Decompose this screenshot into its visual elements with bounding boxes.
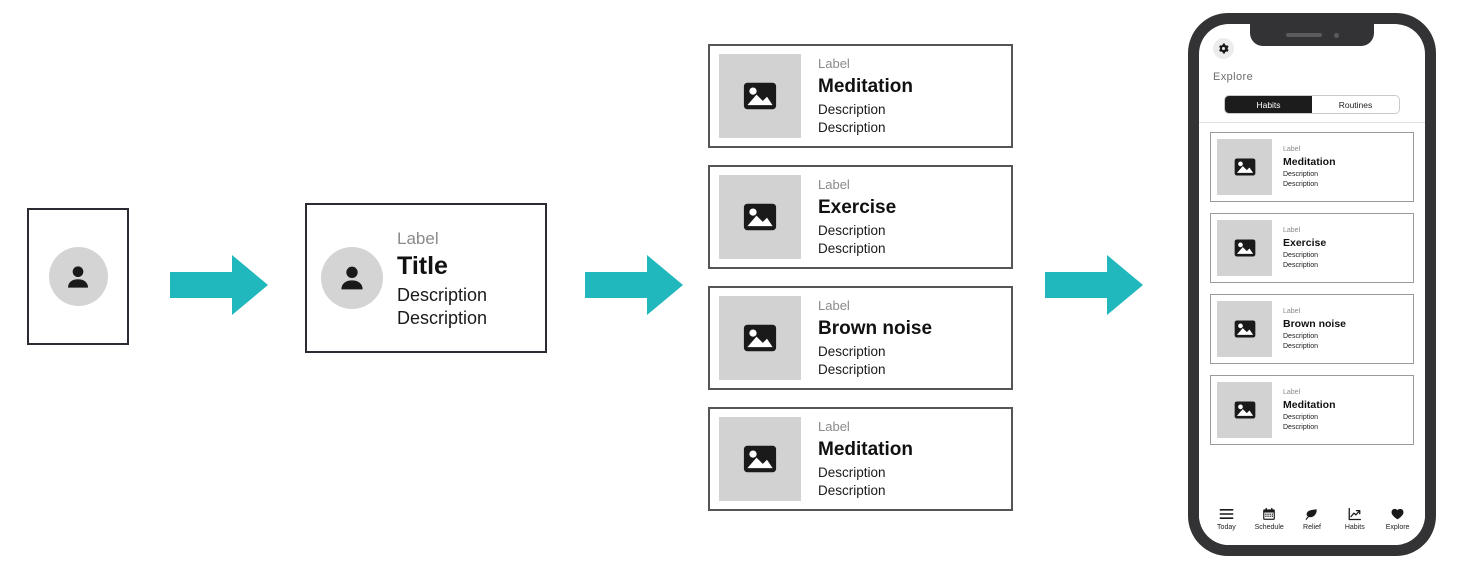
tab-schedule-label: Schedule	[1254, 524, 1284, 531]
flow-arrow-3	[1045, 255, 1143, 315]
hamburger-icon	[1219, 506, 1234, 521]
segmented-control-wrap: Habits Routines	[1199, 95, 1425, 123]
list-item-description-line2: Description	[1283, 342, 1319, 350]
list-item-description-line2: Description	[1283, 261, 1319, 269]
list-item-label: Label	[818, 177, 850, 193]
image-placeholder-icon	[1217, 301, 1272, 357]
list-item-title: Meditation	[1283, 399, 1336, 412]
flow-arrow-2	[585, 255, 683, 315]
list-item-description-line2: Description	[818, 119, 886, 135]
list-item[interactable]: Label Exercise Description Description	[708, 165, 1013, 269]
image-placeholder-icon	[719, 417, 801, 501]
list-item-description-line1: Description	[818, 343, 886, 359]
list-item-label: Label	[1283, 307, 1301, 315]
image-placeholder-icon	[719, 54, 801, 138]
list-item-text: Label Brown noise Description Descriptio…	[1283, 307, 1346, 352]
list-item-label: Label	[818, 56, 850, 72]
list-item-label: Label	[818, 419, 850, 435]
phone-mockup: Explore Habits Routines	[1188, 13, 1436, 556]
bottom-tab-bar: Today	[1199, 499, 1425, 545]
list-item-description-line1: Description	[1283, 414, 1319, 422]
list-item-description-line1: Description	[818, 464, 886, 480]
list-item-text: Label Brown noise Description Descriptio…	[818, 297, 932, 378]
list-item-label: Label	[1283, 226, 1301, 234]
tab-habits[interactable]: Habits	[1334, 506, 1376, 531]
list-item-description-line2: Description	[818, 482, 886, 498]
speaker-icon	[1285, 33, 1322, 37]
list-item-description-line2: Description	[1283, 180, 1319, 188]
tab-habits[interactable]: Habits	[1225, 96, 1312, 113]
tab-relief[interactable]: Relief	[1291, 506, 1333, 531]
image-placeholder-icon	[1217, 382, 1272, 438]
gear-icon[interactable]	[1213, 38, 1234, 59]
list-item[interactable]: Label Brown noise Description Descriptio…	[1210, 294, 1414, 364]
media-card-list: Label Meditation Description Description…	[708, 44, 1013, 528]
list-item-label: Label	[818, 298, 850, 314]
image-placeholder-icon	[719, 175, 801, 259]
list-item-text: Label Meditation Description Description	[818, 418, 913, 499]
tab-relief-label: Relief	[1303, 524, 1321, 531]
phone-card-list[interactable]: Label Meditation Description Description	[1199, 123, 1425, 499]
list-item-description-line2: Description	[818, 240, 886, 256]
list-item-label: Label	[1283, 145, 1301, 153]
list-item-description-line2: Description	[1283, 423, 1319, 431]
chart-icon	[1347, 506, 1362, 521]
list-item[interactable]: Label Meditation Description Description	[1210, 375, 1414, 445]
list-item-title: Exercise	[818, 197, 897, 219]
tab-explore[interactable]: Explore	[1377, 506, 1419, 531]
list-item-title: Exercise	[1283, 237, 1327, 250]
list-item-description-line1: Description	[1283, 252, 1319, 260]
phone-notch	[1250, 24, 1374, 46]
flow-arrow-1	[170, 255, 268, 315]
list-item[interactable]: Label Meditation Description Description	[708, 407, 1013, 511]
heart-icon	[1390, 506, 1405, 521]
image-placeholder-icon	[719, 296, 801, 380]
list-item[interactable]: Label Meditation Description Description	[708, 44, 1013, 148]
list-item-title: Meditation	[818, 439, 913, 461]
list-item-description-line1: Description	[1283, 333, 1319, 341]
list-item-title: Meditation	[818, 76, 913, 98]
list-item-text: Label Meditation Description Description	[1283, 145, 1336, 190]
list-item-title: Brown noise	[1283, 318, 1347, 331]
image-placeholder-icon	[1217, 220, 1272, 276]
avatar-placeholder-card[interactable]	[27, 208, 129, 345]
phone-header: Explore	[1199, 24, 1425, 83]
list-item-description-line1: Description	[1283, 171, 1319, 179]
profile-card-description-line2: Description	[397, 307, 488, 328]
list-item-description-line2: Description	[818, 361, 886, 377]
profile-card-title: Title	[397, 252, 448, 281]
tab-routines[interactable]: Routines	[1312, 96, 1399, 113]
list-item-description-line1: Description	[818, 222, 886, 238]
list-item-text: Label Exercise Description Description	[1283, 226, 1326, 271]
image-placeholder-icon	[1217, 139, 1272, 195]
leaf-icon	[1304, 506, 1319, 521]
tab-today[interactable]: Today	[1205, 506, 1247, 531]
profile-card-label: Label	[397, 228, 439, 248]
list-item[interactable]: Label Exercise Description Description	[1210, 213, 1414, 283]
page-title: Explore	[1213, 71, 1254, 83]
list-item-text: Label Meditation Description Description	[1283, 388, 1336, 433]
list-item-text: Label Meditation Description Description	[818, 55, 913, 136]
tab-explore-label: Explore	[1385, 524, 1410, 531]
tab-schedule[interactable]: Schedule	[1248, 506, 1290, 531]
calendar-icon	[1262, 506, 1276, 521]
avatar	[48, 247, 108, 306]
list-item[interactable]: Label Meditation Description Description	[1210, 132, 1414, 202]
profile-card-description-line1: Description	[397, 285, 488, 306]
front-camera-icon	[1333, 32, 1339, 38]
list-item-title: Brown noise	[818, 318, 933, 340]
list-item-title: Meditation	[1283, 156, 1336, 169]
list-item-description-line1: Description	[818, 101, 886, 117]
tab-today-label: Today	[1217, 524, 1236, 531]
phone-screen: Explore Habits Routines	[1199, 24, 1425, 545]
tab-habits-label: Habits	[1344, 524, 1365, 531]
list-item-label: Label	[1283, 388, 1301, 396]
list-item-text: Label Exercise Description Description	[818, 176, 896, 257]
avatar	[321, 247, 383, 309]
profile-card-text: Label Title Description Description	[397, 227, 487, 329]
segmented-control[interactable]: Habits Routines	[1224, 95, 1400, 114]
list-item[interactable]: Label Brown noise Description Descriptio…	[708, 286, 1013, 390]
profile-card[interactable]: Label Title Description Description	[305, 203, 547, 353]
